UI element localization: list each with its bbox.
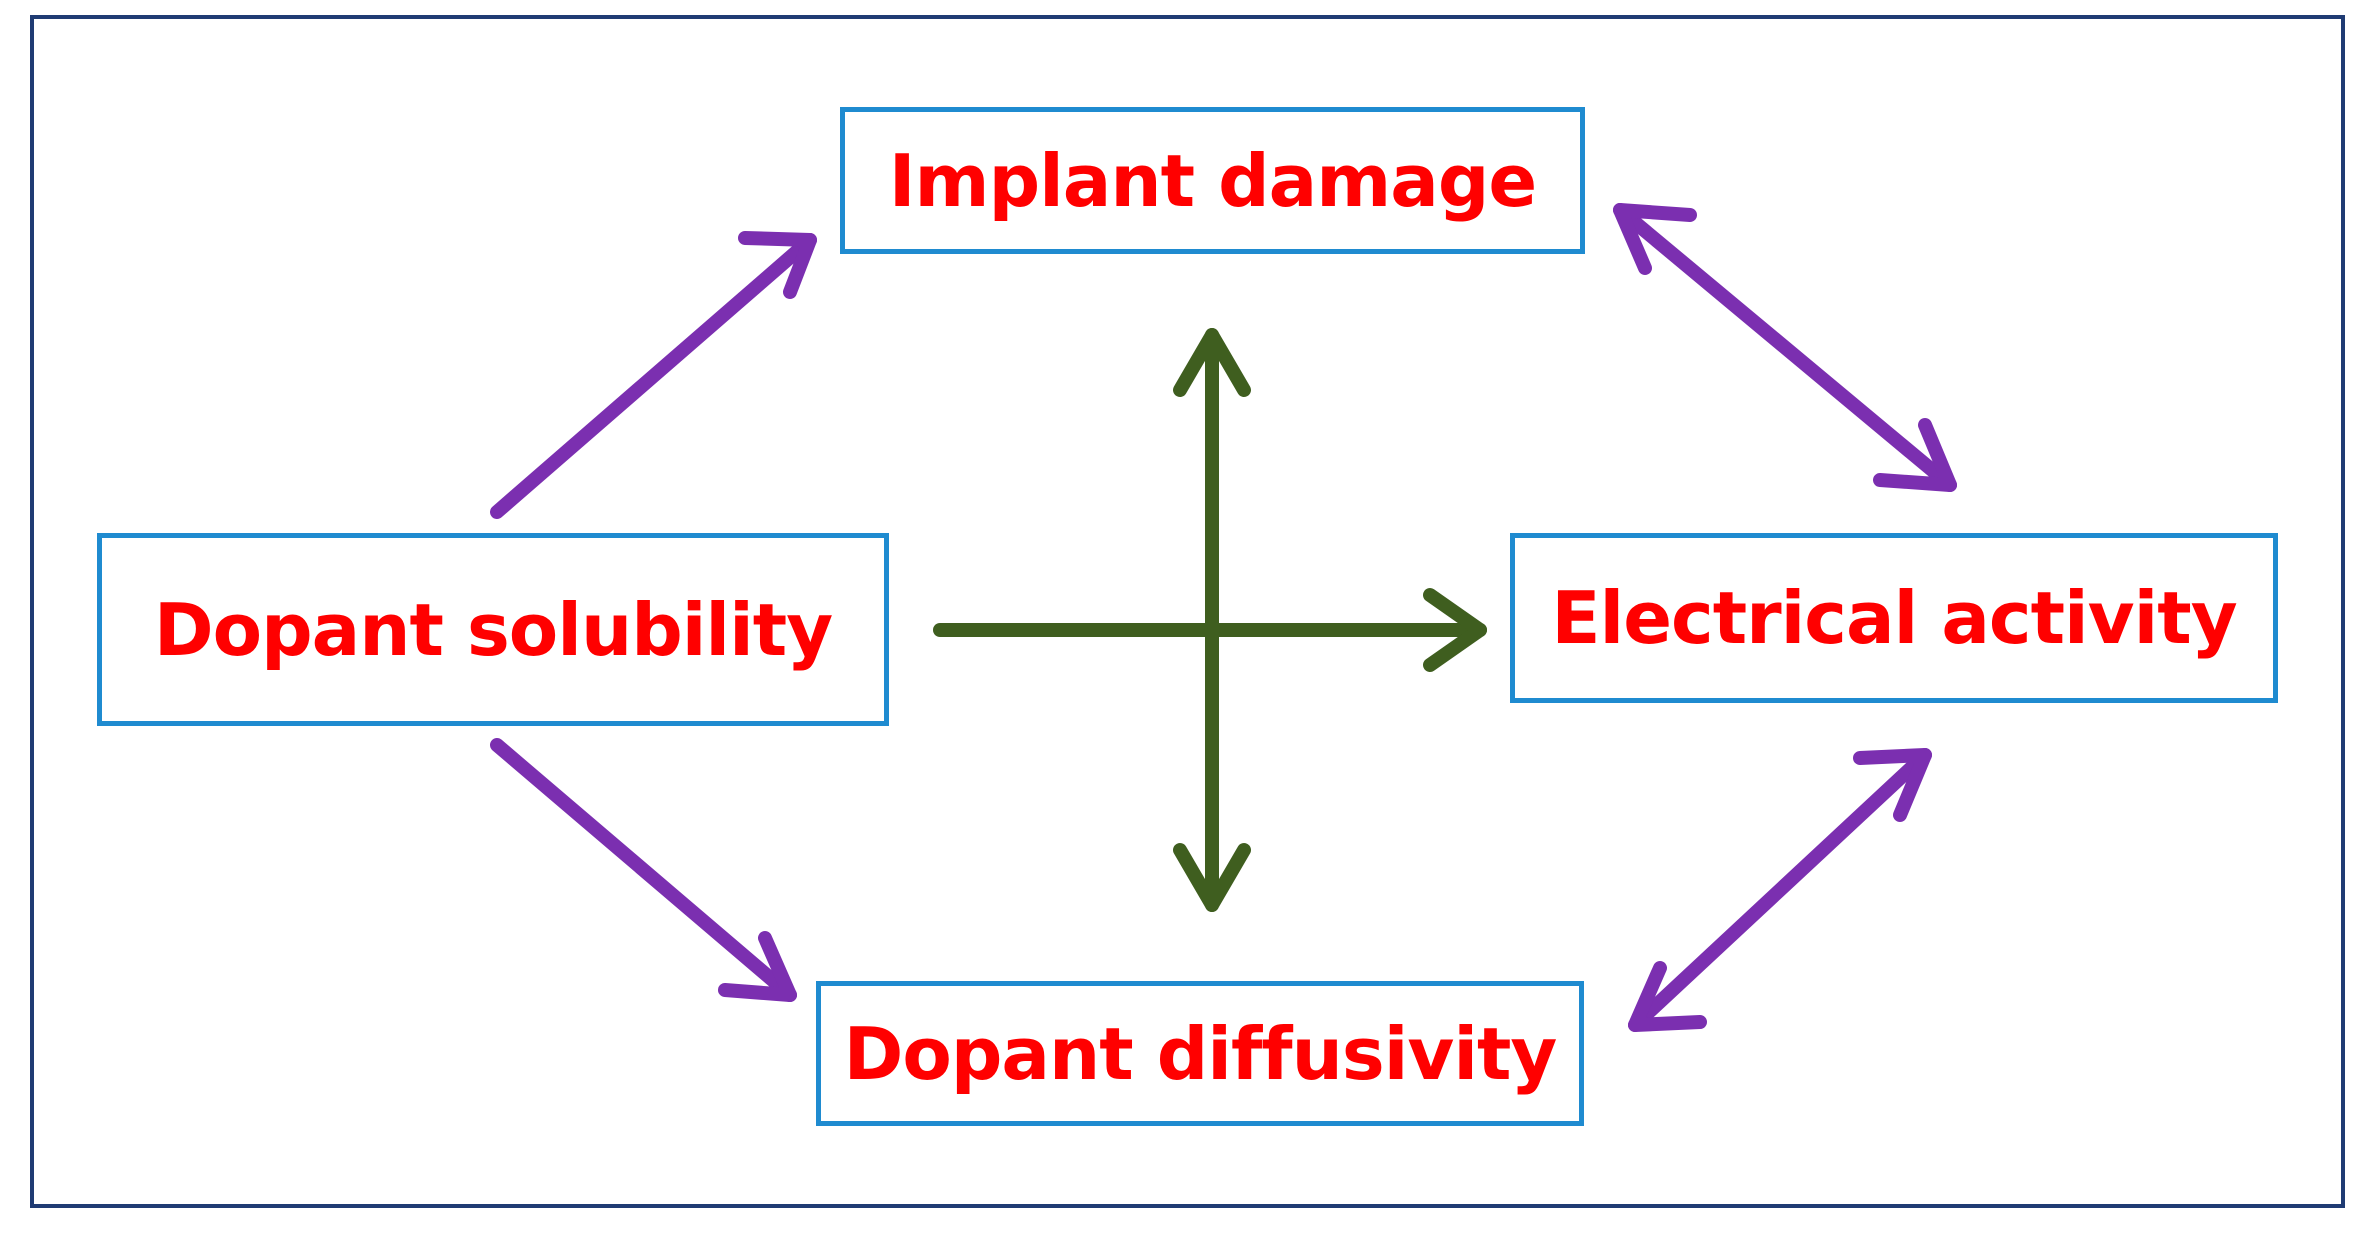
- node-dopant-diffusivity-label: Dopant diffusivity: [843, 1011, 1558, 1096]
- arrow-implant-damage-dopant-diffusivity: [1173, 328, 1251, 912]
- arrow-solubility-to-dopant-diffusivity: [490, 738, 797, 1002]
- node-implant-damage-label: Implant damage: [888, 138, 1537, 223]
- node-dopant-diffusivity: Dopant diffusivity: [816, 981, 1584, 1126]
- arrow-implant-damage-electrical-activity: [1613, 203, 1957, 492]
- arrow-dopant-diffusivity-electrical-activity: [1628, 748, 1932, 1032]
- node-electrical-activity: Electrical activity: [1510, 533, 2278, 703]
- arrow-solubility-to-implant-damage: [490, 231, 817, 519]
- node-dopant-solubility: Dopant solubility: [97, 533, 889, 726]
- node-electrical-activity-label: Electrical activity: [1551, 576, 2237, 660]
- node-implant-damage: Implant damage: [840, 107, 1585, 254]
- node-dopant-solubility-label: Dopant solubility: [153, 587, 833, 672]
